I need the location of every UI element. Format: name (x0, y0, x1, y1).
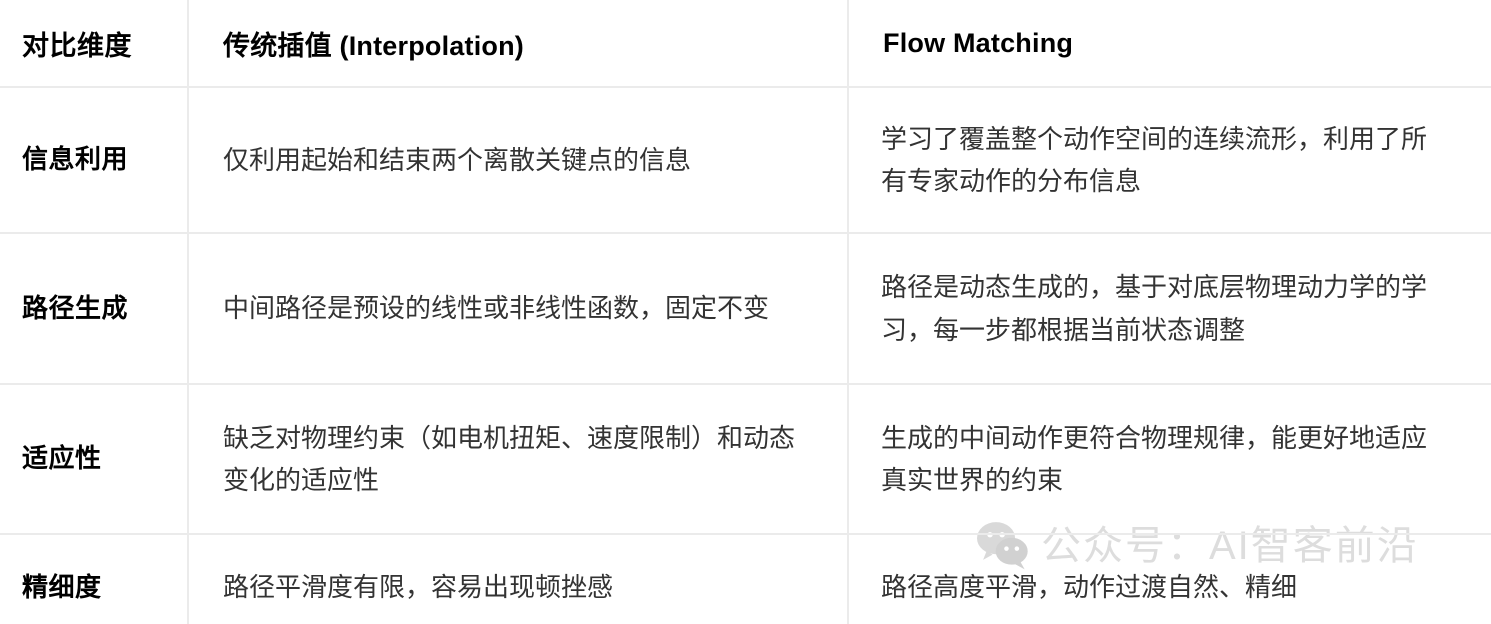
table-header-row: 对比维度 传统插值 (Interpolation) Flow Matching (0, 0, 1491, 88)
table-row: 适应性 缺乏对物理约束（如电机扭矩、速度限制）和动态变化的适应性 生成的中间动作… (0, 384, 1491, 535)
row-flow-matching-cell: 学习了覆盖整个动作空间的连续流形，利用了所有专家动作的分布信息 (848, 87, 1491, 234)
row-interpolation-cell: 中间路径是预设的线性或非线性函数，固定不变 (188, 233, 849, 385)
column-header-flow-matching: Flow Matching (848, 0, 1491, 88)
row-flow-matching-cell: 路径是动态生成的，基于对底层物理动力学的学习，每一步都根据当前状态调整 (848, 233, 1491, 385)
row-dimension-label: 路径生成 (0, 233, 189, 385)
table-row: 信息利用 仅利用起始和结束两个离散关键点的信息 学习了覆盖整个动作空间的连续流形… (0, 87, 1491, 234)
table-row: 路径生成 中间路径是预设的线性或非线性函数，固定不变 路径是动态生成的，基于对底… (0, 233, 1491, 385)
row-dimension-label: 适应性 (0, 384, 189, 535)
column-header-interpolation-zh: 传统插值 (223, 30, 332, 61)
row-flow-matching-cell: 路径高度平滑，动作过渡自然、精细 (881, 572, 1298, 603)
row-flow-matching-cell: 生成的中间动作更符合物理规律，能更好地适应真实世界的约束 (848, 384, 1491, 535)
row-interpolation-cell: 缺乏对物理约束（如电机扭矩、速度限制）和动态变化的适应性 (188, 384, 849, 535)
row-interpolation-cell: 仅利用起始和结束两个离散关键点的信息 (188, 87, 849, 234)
row-dimension-label: 信息利用 (0, 87, 189, 234)
row-interpolation-cell: 路径平滑度有限，容易出现顿挫感 (188, 534, 849, 624)
table-row: 精细度 路径平滑度有限，容易出现顿挫感 路径高度平滑，动作过渡自然、精细 (0, 534, 1491, 624)
column-header-interpolation-en: (Interpolation) (331, 30, 524, 61)
column-header-interpolation: 传统插值 (Interpolation) (188, 0, 849, 88)
column-header-dimension: 对比维度 (0, 0, 189, 88)
row-dimension-label: 精细度 (0, 534, 189, 624)
